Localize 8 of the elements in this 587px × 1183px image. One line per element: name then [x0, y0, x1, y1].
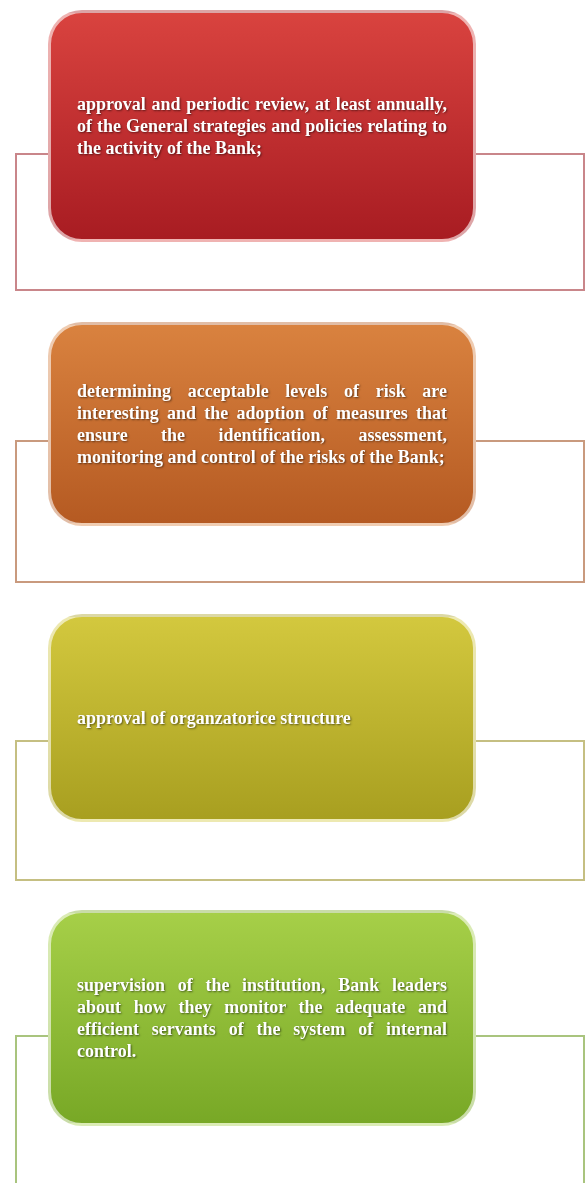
rounded-box: [48, 614, 476, 822]
item-text: determining acceptable levels of risk are interesting and the adoption of measures that ensure the identification, assessment, monitoring and control of the risks of the Bank;: [77, 380, 447, 468]
rounded-box: [48, 10, 476, 242]
rounded-box: [48, 910, 476, 1126]
item-text: supervision of the institution, Bank leaders about how they monitor the adequate and efficient servants of the system of internal control.: [77, 974, 447, 1062]
rounded-box: [48, 322, 476, 526]
item-text: approval and periodic review, at least annually, of the General strategies and policies relating to the activity of the Bank;: [77, 93, 447, 159]
item-text: approval of organzatorice structure: [77, 707, 352, 729]
